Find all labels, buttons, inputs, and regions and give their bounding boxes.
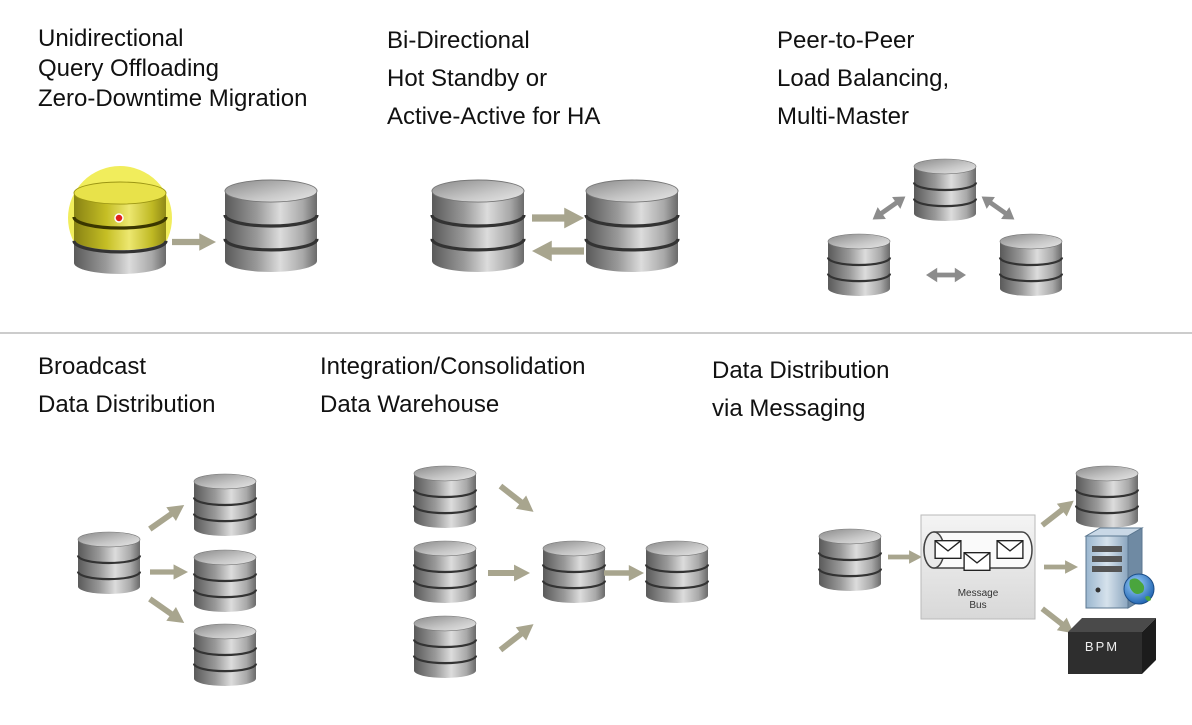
title-messaging: Data Distribution via Messaging	[712, 352, 889, 428]
arrow-icon	[1037, 494, 1079, 532]
title-line: Data Distribution	[712, 357, 890, 384]
database-icon	[72, 180, 168, 276]
arrow-icon	[495, 617, 539, 657]
database-icon	[223, 178, 319, 274]
bidirectional-diagram	[430, 178, 680, 274]
database-icon	[817, 527, 883, 593]
cursor-dot-icon	[114, 213, 124, 223]
title-peer-to-peer: Peer-to-Peer Load Balancing, Multi-Maste…	[777, 22, 949, 136]
title-unidirectional: Unidirectional Query Offloading Zero-Dow…	[38, 20, 307, 118]
broadcast-diagram	[76, 472, 258, 688]
messaging-diagram: Message Bus BPM	[817, 464, 1156, 674]
envelope-icon	[996, 539, 1024, 560]
message-bus: Message Bus	[920, 514, 1036, 620]
database-icon	[584, 178, 680, 274]
title-line: Zero-Downtime Migration	[38, 85, 308, 112]
title-bidirectional: Bi-Directional Hot Standby or Active-Act…	[387, 22, 600, 136]
arrow-icon	[495, 479, 539, 519]
double-arrow-icon	[977, 190, 1019, 226]
peer-to-peer-diagram	[826, 157, 1064, 298]
title-line: Bi-Directional	[387, 27, 530, 54]
title-line: Data Warehouse	[320, 391, 500, 418]
title-line: Peer-to-Peer	[777, 27, 915, 54]
database-icon	[412, 539, 478, 605]
database-icon	[826, 232, 892, 298]
envelope-icon	[963, 551, 991, 572]
database-icon	[192, 472, 258, 538]
title-line: Data Distribution	[38, 391, 216, 418]
integration-diagram	[412, 464, 710, 680]
arrow-icon	[488, 564, 530, 582]
title-line: via Messaging	[712, 395, 866, 422]
database-icon	[541, 539, 607, 605]
database-icon	[912, 157, 978, 223]
globe-icon	[1123, 573, 1155, 605]
title-line: Multi-Master	[777, 103, 910, 130]
bpm-label: BPM	[1085, 639, 1119, 654]
message-bus-label: Bus	[969, 600, 986, 611]
unidirectional-diagram	[68, 166, 319, 276]
database-icon	[76, 530, 142, 596]
database-icon	[192, 622, 258, 688]
title-line: Unidirectional	[38, 25, 184, 52]
title-line: Broadcast	[38, 353, 147, 380]
database-icon	[1074, 464, 1140, 530]
arrow-icon	[144, 592, 190, 630]
database-icon	[412, 464, 478, 530]
title-line: Integration/Consolidation	[320, 353, 586, 380]
title-integration: Integration/Consolidation Data Warehouse	[320, 348, 586, 424]
database-icon	[412, 614, 478, 680]
double-arrow-icon	[926, 267, 966, 283]
arrow-icon	[144, 498, 190, 536]
database-icon	[192, 548, 258, 614]
title-line: Load Balancing,	[777, 65, 950, 92]
title-line: Query Offloading	[38, 55, 219, 82]
arrow-icon	[1044, 560, 1078, 574]
arrow-icon	[150, 564, 188, 580]
arrow-icon	[604, 565, 644, 581]
database-icon	[644, 539, 710, 605]
message-bus-label: Message	[958, 588, 999, 599]
arrow-icon	[532, 207, 584, 229]
title-line: Hot Standby or	[387, 65, 548, 92]
bpm-box-icon: BPM	[1068, 618, 1156, 674]
title-broadcast: Broadcast Data Distribution	[38, 348, 215, 424]
title-line: Active-Active for HA	[387, 103, 601, 130]
arrow-icon	[532, 240, 584, 262]
arrow-icon	[888, 550, 922, 564]
double-arrow-icon	[868, 190, 910, 226]
database-icon	[430, 178, 526, 274]
database-icon	[998, 232, 1064, 298]
envelope-icon	[934, 539, 962, 560]
arrow-icon	[172, 233, 216, 251]
